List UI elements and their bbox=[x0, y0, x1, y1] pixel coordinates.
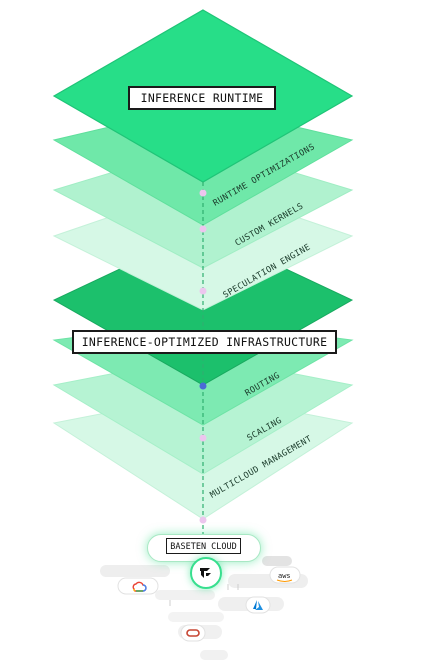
cloud-blob bbox=[155, 590, 215, 600]
google-cloud-icon bbox=[132, 581, 147, 592]
connector-dot bbox=[199, 287, 207, 295]
inference-infrastructure-title: INFERENCE-OPTIMIZED INFRASTRUCTURE bbox=[72, 330, 337, 354]
connector-dot bbox=[199, 382, 207, 390]
connector-dot bbox=[199, 516, 207, 524]
inference-runtime-title: INFERENCE RUNTIME bbox=[128, 86, 276, 110]
baseten-logo bbox=[190, 557, 222, 589]
provider-chip-azure bbox=[245, 596, 271, 614]
provider-chip-aws bbox=[269, 566, 301, 584]
cloud-blob bbox=[100, 565, 170, 577]
baseten-logo-icon bbox=[200, 568, 211, 578]
cloud-blob bbox=[262, 556, 292, 566]
provider-chip-oracle bbox=[180, 624, 206, 642]
cloud-blob bbox=[168, 612, 224, 622]
oracle-icon bbox=[186, 629, 200, 637]
cloud-cluster: aws bbox=[100, 556, 308, 660]
aws-logo-text: aws bbox=[278, 572, 291, 580]
connector-dot bbox=[199, 225, 207, 233]
baseten-cloud-label: BASETEN CLOUD bbox=[166, 538, 241, 554]
provider-chip-google bbox=[117, 577, 159, 595]
aws-smile-icon bbox=[276, 579, 293, 582]
connector-dot bbox=[199, 189, 207, 197]
cloud-blob bbox=[200, 650, 228, 660]
connector-dot bbox=[199, 434, 207, 442]
azure-icon bbox=[253, 600, 263, 610]
